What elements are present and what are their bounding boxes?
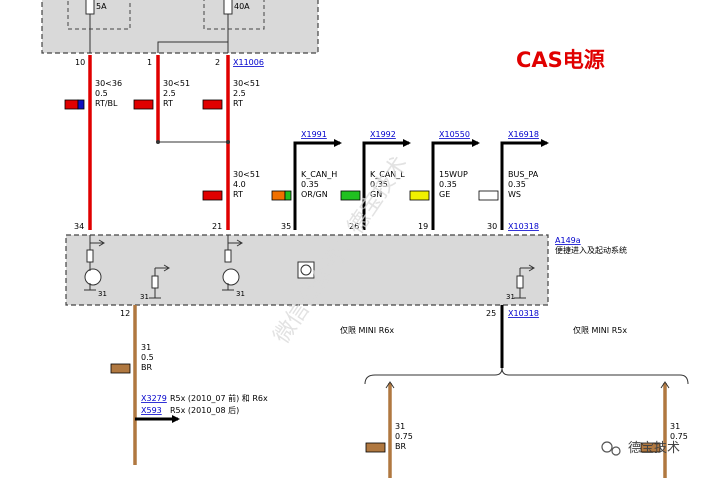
fuse-40a-icon <box>223 0 233 15</box>
svg-text:2.5: 2.5 <box>163 89 176 98</box>
svg-text:4.0: 4.0 <box>233 180 246 189</box>
link-x10550[interactable]: X10550 <box>439 130 470 139</box>
branch-brace <box>364 367 689 385</box>
upper-connector: 10 1 2 X11006 <box>75 58 264 67</box>
branch-label-left: 0.75 <box>395 432 413 441</box>
svg-text:RT: RT <box>233 190 243 199</box>
link-x1992[interactable]: X1992 <box>370 130 396 139</box>
fuse-5a-icon <box>85 0 95 15</box>
transistor-icon <box>222 268 240 286</box>
svg-text:RT/BL: RT/BL <box>95 99 118 108</box>
svg-text:15WUP: 15WUP <box>439 170 468 179</box>
svg-text:30<51: 30<51 <box>233 79 260 88</box>
svg-text:30<51: 30<51 <box>233 170 260 179</box>
fuse-box: 5A 40A <box>41 0 319 54</box>
svg-text:26: 26 <box>349 222 359 231</box>
ground-wire-label: BR <box>141 363 152 372</box>
svg-text:0.35: 0.35 <box>439 180 457 189</box>
ground-wire-label: 0.5 <box>141 353 154 362</box>
svg-text:0.35: 0.35 <box>508 180 526 189</box>
svg-text:2.5: 2.5 <box>233 89 246 98</box>
link-x593[interactable]: X593 <box>141 406 162 415</box>
branch-label-left: BR <box>395 442 406 451</box>
svg-text:31: 31 <box>140 293 149 301</box>
svg-text:31: 31 <box>98 290 107 298</box>
transistor-icon <box>84 268 102 286</box>
svg-text:0.35: 0.35 <box>370 180 388 189</box>
module-description: 便捷进入及起动系统 <box>555 245 627 255</box>
signal-15wup: X10550 15WUP 0.35 GE 19 <box>409 130 480 231</box>
diagram-title: CAS电源 <box>516 48 605 72</box>
note-r5x: 仅限 MINI R5x <box>573 325 627 335</box>
branch-label-right: 31 <box>670 422 680 431</box>
signal-bus-pa: X16918 BUS_PA 0.35 WS 30 <box>478 130 549 231</box>
svg-text:RT: RT <box>233 99 243 108</box>
module-cas: 31 31 31 31 <box>65 234 549 306</box>
svg-text:RT: RT <box>163 99 173 108</box>
fuse-rating-5a: 5A <box>96 2 107 11</box>
branch-label-left: 31 <box>395 422 405 431</box>
svg-text:K_CAN_L: K_CAN_L <box>370 170 405 179</box>
svg-text:31: 31 <box>236 290 245 298</box>
link-x1991[interactable]: X1991 <box>301 130 327 139</box>
pin-34-label: 34 <box>74 222 84 231</box>
svg-text:OR/GN: OR/GN <box>301 190 328 199</box>
svg-text:30<51: 30<51 <box>163 79 190 88</box>
ground-link-note: R5x (2010_08 后) <box>170 405 239 415</box>
signal-k-can-h: X1991 K_CAN_H 0.35 OR/GN 35 <box>271 130 342 231</box>
svg-text:GE: GE <box>439 190 450 199</box>
ground-link-note: R5x (2010_07 前) 和 R6x <box>170 393 268 403</box>
link-x16918[interactable]: X16918 <box>508 130 539 139</box>
ground-wire-label: 31 <box>141 343 151 352</box>
module-id-link[interactable]: A149a <box>555 236 581 245</box>
note-r6x: 仅限 MINI R6x <box>340 325 394 335</box>
svg-text:31: 31 <box>506 293 515 301</box>
wire-label-pin1: 30<51 2.5 RT <box>133 79 190 110</box>
svg-text:19: 19 <box>418 222 428 231</box>
branch-label-right: 0.75 <box>670 432 688 441</box>
pin-1-label: 1 <box>147 58 152 67</box>
connector-x11006-link[interactable]: X11006 <box>233 58 264 67</box>
svg-text:WS: WS <box>508 190 521 199</box>
signal-k-can-l: X1992 K_CAN_L 0.35 GN 26 <box>340 130 411 231</box>
pin-12-label: 12 <box>120 309 130 318</box>
link-x3279[interactable]: X3279 <box>141 394 167 403</box>
control-unit-icon <box>297 261 315 279</box>
svg-text:BUS_PA: BUS_PA <box>508 170 539 179</box>
pin-2-label: 2 <box>215 58 220 67</box>
pin-10-label: 10 <box>75 58 85 67</box>
svg-text:0.5: 0.5 <box>95 89 108 98</box>
svg-text:35: 35 <box>281 222 291 231</box>
svg-text:30<36: 30<36 <box>95 79 122 88</box>
wire-label-pin10: 30<36 0.5 RT/BL <box>64 79 122 110</box>
svg-text:K_CAN_H: K_CAN_H <box>301 170 337 179</box>
connector-x10318-top-link[interactable]: X10318 <box>508 222 539 231</box>
svg-text:30: 30 <box>487 222 497 231</box>
pin-21-label: 21 <box>212 222 222 231</box>
wire-label-pin2: 30<51 2.5 RT <box>202 79 260 110</box>
connector-x10318-bottom-link[interactable]: X10318 <box>508 309 539 318</box>
wire-label-mid: 30<51 4.0 RT <box>202 170 260 201</box>
svg-text:0.35: 0.35 <box>301 180 319 189</box>
pin-25-label: 25 <box>486 309 496 318</box>
svg-text:GN: GN <box>370 190 382 199</box>
svg-text:德宝技术: 德宝技术 <box>628 441 680 456</box>
chat-icon <box>601 441 613 453</box>
fuse-rating-40a: 40A <box>234 2 250 11</box>
watermark-corner: 德宝技术 <box>601 441 680 456</box>
